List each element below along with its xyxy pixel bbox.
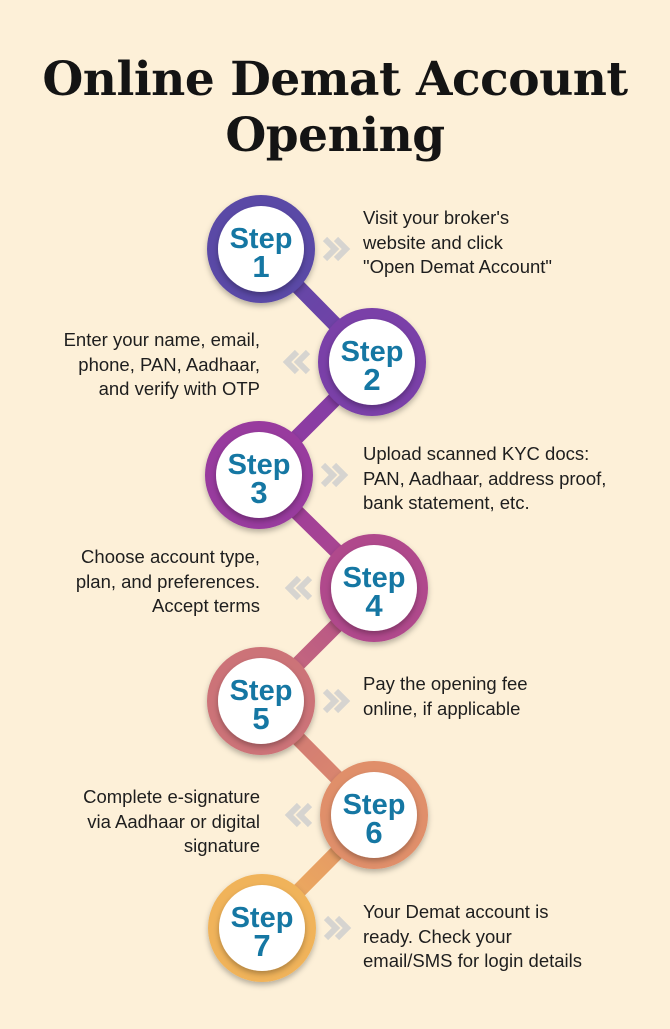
step-description-line: online, if applicable <box>363 697 521 719</box>
step-description-line: PAN, Aadhaar, address proof, <box>363 467 607 489</box>
double-chevron-right-icon <box>323 915 352 941</box>
step-disc <box>219 885 305 971</box>
step-number: 1 <box>252 249 269 284</box>
double-chevron-left-icon <box>284 575 313 601</box>
step-description-5: Pay the opening fee online, if applicable <box>363 672 663 721</box>
step-description-line: website and click <box>363 231 503 253</box>
step-word: Step <box>230 675 293 707</box>
step-description-6: Complete e-signature via Aadhaar or digit… <box>0 785 260 859</box>
step-word: Step <box>343 789 406 821</box>
step-disc <box>331 772 417 858</box>
step-disc <box>218 658 304 744</box>
step-word: Step <box>230 223 293 255</box>
double-chevron-left-icon <box>282 349 311 375</box>
title-line-1: Online Demat Account <box>42 52 628 107</box>
double-chevron-right-icon <box>322 236 351 262</box>
step-disc <box>329 319 415 405</box>
step-number: 7 <box>253 928 270 963</box>
step-description-line: and verify with OTP <box>98 378 260 399</box>
step-description-line: via Aadhaar or digital <box>87 810 260 832</box>
step-description-line: Upload scanned KYC docs: <box>363 443 590 464</box>
page-title: Online Demat Account Opening <box>0 52 670 164</box>
step-description-line: Your Demat account is <box>363 901 549 922</box>
double-chevron-right-icon <box>320 462 349 488</box>
step-number: 3 <box>250 475 267 510</box>
double-chevron-left-icon <box>284 802 313 828</box>
step-word: Step <box>228 449 291 481</box>
step-description-line: signature <box>183 835 260 856</box>
step-disc <box>218 206 304 292</box>
step-description-line: bank statement, etc. <box>363 492 530 513</box>
step-description-line: plan, and preferences. <box>75 570 260 592</box>
step-description-4: Choose account type, plan, and preference… <box>0 545 260 619</box>
double-chevron-right-icon <box>322 688 351 714</box>
step-description-line: Enter your name, email, <box>63 329 260 350</box>
step-number: 5 <box>252 701 269 736</box>
step-number: 2 <box>363 362 380 397</box>
step-disc <box>216 432 302 518</box>
step-description-line: Complete e-signature <box>83 786 260 807</box>
step-word: Step <box>343 562 406 594</box>
step-description-3: Upload scanned KYC docs: PAN, Aadhaar, ad… <box>363 442 663 516</box>
step-description-line: Visit your broker's <box>363 207 510 228</box>
step-description-line: Choose account type, <box>81 546 260 567</box>
step-description-line: Pay the opening fee <box>363 673 528 694</box>
title-line-2: Opening <box>225 108 445 163</box>
step-description-line: email/SMS for login details <box>363 950 583 971</box>
step-description-line: ready. Check your <box>363 925 512 947</box>
step-description-line: "Open Demat Account" <box>363 256 552 277</box>
step-description-1: Visit your broker's website and click "Ope… <box>363 206 663 280</box>
step-word: Step <box>341 336 404 368</box>
step-description-line: Accept terms <box>152 595 260 616</box>
step-word: Step <box>231 902 294 934</box>
step-description-2: Enter your name, email, phone, PAN, Aadha… <box>0 328 260 402</box>
step-number: 4 <box>365 588 383 623</box>
step-description-line: phone, PAN, Aadhaar, <box>78 353 260 375</box>
step-description-7: Your Demat account is ready. Check your em… <box>363 900 663 974</box>
step-number: 6 <box>365 815 382 850</box>
step-disc <box>331 545 417 631</box>
